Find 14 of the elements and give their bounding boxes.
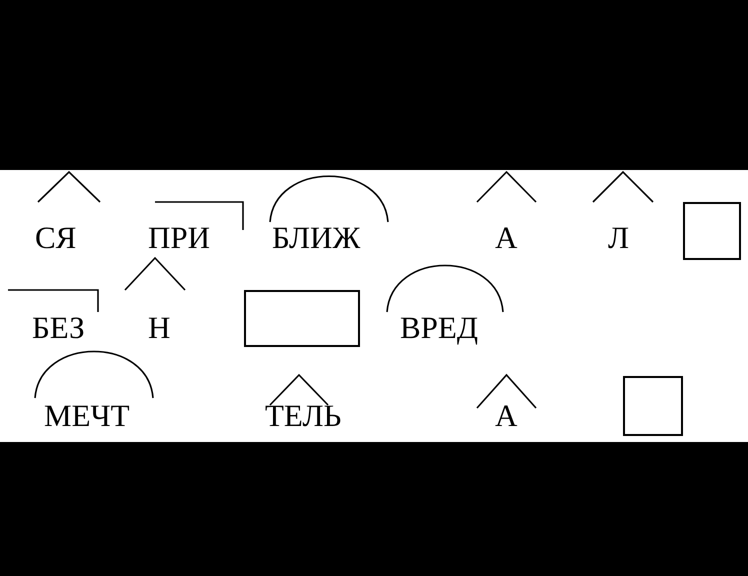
morpheme-text: СЯ [35,221,76,255]
morpheme-text: ТЕЛЬ [265,399,342,433]
morpheme-text: Н [148,311,170,345]
morpheme-text: Л [608,221,630,255]
morpheme-text: А [495,221,518,255]
morpheme-text: БЕЗ [32,311,85,345]
morpheme-text: А [495,399,518,433]
morpheme-text: ПРИ [148,221,210,255]
morpheme-text: ВРЕД [400,311,478,345]
morpheme-text: МЕЧТ [44,399,130,433]
ending-box [244,290,360,347]
ending-box [683,202,741,260]
ending-box [623,376,683,436]
morpheme-text: БЛИЖ [272,221,360,255]
